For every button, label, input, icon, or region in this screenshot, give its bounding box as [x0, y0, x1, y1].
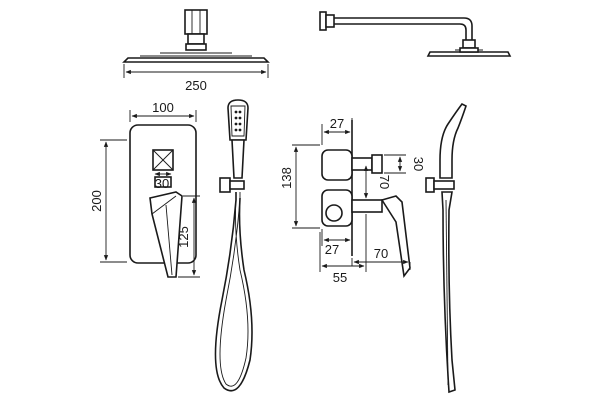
shower-head-side	[426, 51, 512, 57]
shower-head-front-view: 250	[122, 9, 270, 93]
side-lever	[380, 195, 411, 279]
hand-shower-head	[227, 99, 249, 141]
rain-shower-head	[122, 57, 270, 63]
hand-shower-profile-handle	[441, 191, 456, 394]
hand-shower-side-view	[425, 102, 467, 394]
side-holder-bracket	[433, 180, 455, 190]
hand-shower-profile-head	[439, 102, 467, 179]
dimension-label-lever-height: 125	[176, 226, 191, 248]
dimension-label-side-top-width: 27	[330, 116, 344, 131]
hand-shower-handle	[231, 139, 245, 179]
arm-wall-flange	[319, 11, 327, 31]
wall-mount-block	[184, 9, 208, 35]
side-wall-outlet	[425, 177, 435, 193]
spray-nozzles	[234, 110, 242, 132]
dimension-label-side-right-width: 30	[411, 157, 426, 171]
hand-shower-assembly	[214, 99, 253, 392]
mixer-plate-front-view: 100 200 30 125	[89, 100, 200, 278]
head-connector	[187, 33, 205, 45]
dimension-label-lever-reach: 70	[374, 246, 388, 261]
cartridge-spindle	[351, 199, 383, 213]
mixer-side-view: 27 138 30 70 27 55 70	[279, 116, 426, 285]
dimension-label-head-diameter: 250	[185, 78, 207, 93]
dimension-label-plate-height: 200	[89, 190, 104, 212]
dimension-label-side-mid-height: 70	[377, 175, 392, 189]
holder-bracket	[229, 180, 245, 190]
dimension-label-side-height: 138	[279, 167, 294, 189]
dimension-label-side-depth: 55	[333, 270, 347, 285]
valve-body-top	[321, 149, 353, 181]
shower-arm-side-view	[319, 11, 512, 57]
shower-hose	[214, 192, 253, 392]
dimension-label-side-bottom-width: 27	[325, 242, 339, 257]
diverter-spindle	[351, 157, 373, 171]
dimension-label-plate-width: 100	[152, 100, 174, 115]
wall-outlet	[219, 177, 231, 193]
dimension-label-knob-width: 30	[155, 176, 169, 191]
